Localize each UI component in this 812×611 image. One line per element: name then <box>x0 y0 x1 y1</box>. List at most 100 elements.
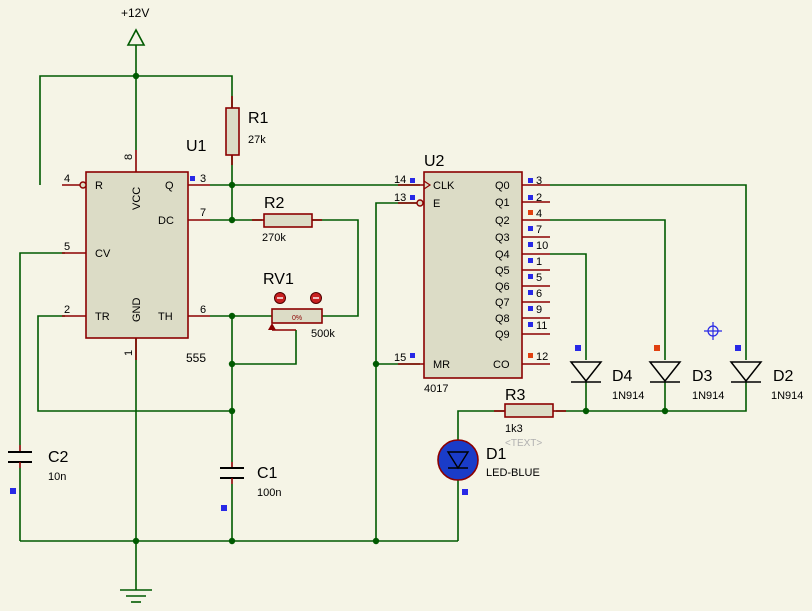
u1-pin-number-3: 3 <box>200 173 206 185</box>
u2-output-label: Q2 <box>495 215 510 227</box>
u2-output-state-square <box>528 274 533 279</box>
power-terminal[interactable]: +12V <box>121 6 149 46</box>
u2-clk-state-square <box>410 178 415 183</box>
r2-reference: R2 <box>264 195 285 212</box>
u2-output-number: 1 <box>536 256 542 268</box>
u1-pin-number-4: 4 <box>64 173 70 185</box>
timer-555-chip[interactable]: R Q DC CV TR TH VCC GND 4 5 2 3 7 6 8 1 … <box>62 138 210 365</box>
c1-state-square <box>221 505 227 511</box>
resistor-r3[interactable]: R3 1k3 <TEXT> <box>494 387 566 449</box>
d2-state-square <box>735 345 741 351</box>
rv1-reference: RV1 <box>263 271 294 288</box>
diode-d4[interactable]: D4 1N914 <box>569 345 644 402</box>
u2-mr-state-square <box>410 353 415 358</box>
u1-pin-tr-label: TR <box>95 311 110 323</box>
u1-pin-dc-label: DC <box>158 215 174 227</box>
diode-d3[interactable]: D3 1N914 <box>648 345 724 402</box>
u2-output-label: Q3 <box>495 232 510 244</box>
u2-output-number: 7 <box>536 224 542 236</box>
u1-pin-number-5: 5 <box>64 241 70 253</box>
u1-pin-th-label: TH <box>158 311 173 323</box>
d1-state-square <box>462 489 468 495</box>
u2-output-q9[interactable]: Q9 11 <box>495 320 550 341</box>
rv1-decrease-button[interactable] <box>274 292 286 304</box>
u2-output-q1[interactable]: Q1 2 <box>495 192 550 209</box>
u1-pin-r-label: R <box>95 180 103 192</box>
d2-value: 1N914 <box>771 390 803 402</box>
u2-pin-number-13: 13 <box>394 192 406 204</box>
resistor-r2[interactable]: R2 270k <box>252 195 322 244</box>
u1-pin-number-8: 8 <box>123 154 135 160</box>
u2-output-number: 4 <box>536 208 542 220</box>
c2-value: 10n <box>48 471 66 483</box>
u1-pin-vcc-label: VCC <box>131 187 143 210</box>
u2-output-q2[interactable]: Q2 4 <box>495 208 550 227</box>
counter-4017-chip[interactable]: CLK E MR 14 13 15 Q0 3 Q1 2 Q2 4 Q <box>394 153 550 395</box>
potentiometer-rv1[interactable]: 0% RV1 500k <box>263 271 335 340</box>
c1-reference: C1 <box>257 465 278 482</box>
u2-output-q7[interactable]: Q7 6 <box>495 288 550 309</box>
u2-output-number: 9 <box>536 304 542 316</box>
u2-co-label: CO <box>493 359 510 371</box>
u2-output-state-square <box>528 322 533 327</box>
capacitor-c2[interactable]: C2 10n <box>8 445 69 494</box>
u2-e-state-square <box>410 195 415 200</box>
u1-pin-number-2: 2 <box>64 304 70 316</box>
d1-value: LED-BLUE <box>486 467 540 479</box>
d4-value: 1N914 <box>612 390 644 402</box>
u2-pin-number-15: 15 <box>394 352 406 364</box>
u1-pin-number-1: 1 <box>123 350 135 356</box>
u2-output-number: 2 <box>536 192 542 204</box>
d3-value: 1N914 <box>692 390 724 402</box>
led-d1[interactable]: D1 LED-BLUE <box>437 439 540 495</box>
u2-output-q8[interactable]: Q8 9 <box>495 304 550 325</box>
u2-output-q0[interactable]: Q0 3 <box>495 175 550 192</box>
u2-output-number: 3 <box>536 175 542 187</box>
resistor-r1[interactable]: R1 27k <box>225 96 269 165</box>
ground-terminal[interactable] <box>120 589 152 603</box>
u2-output-label: Q1 <box>495 197 510 209</box>
u2-co-state-square <box>528 353 533 358</box>
u1-reference: U1 <box>186 138 207 155</box>
junction-dots <box>132 72 669 545</box>
u2-pin-clk-label: CLK <box>433 180 455 192</box>
u1-pin-number-6: 6 <box>200 304 206 316</box>
r1-reference: R1 <box>248 110 269 127</box>
d4-reference: D4 <box>612 368 633 385</box>
rv1-increase-button[interactable] <box>310 292 322 304</box>
d4-state-square <box>575 345 581 351</box>
u1-pin-number-7: 7 <box>200 207 206 219</box>
u2-output-label: Q4 <box>495 249 510 261</box>
u2-co-number: 12 <box>536 351 548 363</box>
u1-q-state-square <box>190 176 195 181</box>
u2-output-state-square <box>528 226 533 231</box>
u2-output-q3[interactable]: Q3 7 <box>495 224 550 244</box>
diode-d2[interactable]: D2 1N914 <box>729 345 803 402</box>
u2-output-label: Q7 <box>495 297 510 309</box>
u2-reference: U2 <box>424 153 445 170</box>
u2-output-q6[interactable]: Q6 5 <box>495 272 550 293</box>
u2-output-co[interactable]: CO 12 <box>493 351 550 371</box>
u2-output-label: Q6 <box>495 281 510 293</box>
u2-output-q4[interactable]: Q4 10 <box>495 240 550 261</box>
u2-pin-e-label: E <box>433 198 440 210</box>
u2-output-state-square <box>528 210 533 215</box>
u2-output-number: 11 <box>536 320 547 332</box>
d1-reference: D1 <box>486 446 507 463</box>
u2-output-state-square <box>528 290 533 295</box>
d3-reference: D3 <box>692 368 713 385</box>
c2-state-square <box>10 488 16 494</box>
capacitor-c1[interactable]: C1 100n <box>220 462 281 511</box>
u2-output-label: Q9 <box>495 329 510 341</box>
u1-type: 555 <box>186 351 206 365</box>
u2-output-q5[interactable]: Q5 1 <box>495 256 550 277</box>
r1-value: 27k <box>248 134 266 146</box>
power-label: +12V <box>121 6 149 20</box>
u2-output-state-square <box>528 195 533 200</box>
r3-reference: R3 <box>505 387 526 404</box>
u2-output-state-square <box>528 306 533 311</box>
u2-pin-number-14: 14 <box>394 174 406 186</box>
u1-pin-q-label: Q <box>165 180 174 192</box>
u2-output-label: Q0 <box>495 180 510 192</box>
